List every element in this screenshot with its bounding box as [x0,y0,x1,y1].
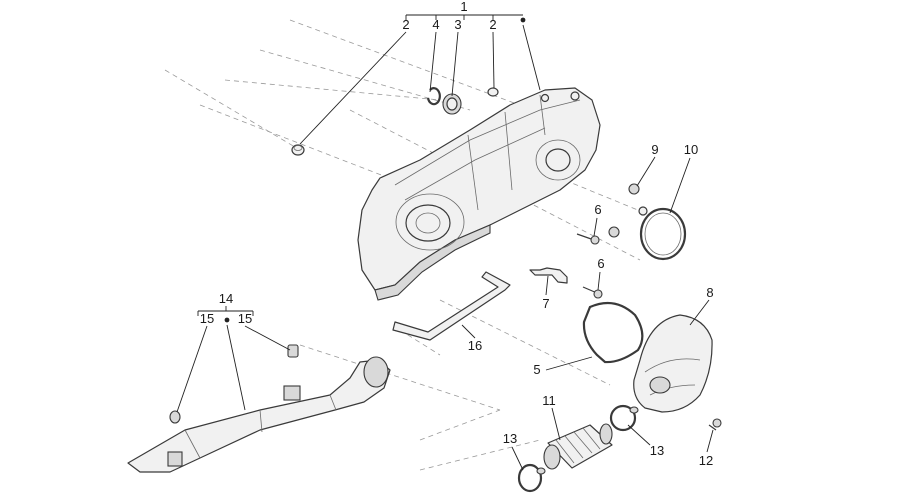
callout-14: 14 [219,291,233,306]
part-8-intake-cover [633,314,713,413]
callout-9: 9 [651,142,658,157]
part-2-dowel-pin-a [291,144,305,156]
callout-13a: 13 [503,431,517,446]
part-12-screw [708,418,722,431]
callout-10: 10 [684,142,698,157]
part-2-dowel-pin-b [487,87,499,97]
callout-2a: 2 [402,17,409,32]
part-5-gasket [582,301,644,364]
part-10-gasket-ring [639,207,687,261]
part-11-bellows-duct [543,423,613,470]
part-16-seal-strip [392,271,511,341]
part-13-clamp-a [517,463,546,493]
callout-2b: 2 [489,17,496,32]
part-14-intake-duct [127,356,391,473]
callout-7: 7 [542,296,549,311]
callout-1: 1 [460,0,467,14]
callout-12: 12 [699,453,713,468]
part-6-screw-a [576,233,600,245]
part-7-bracket [529,267,568,284]
callout-15b: 15 [238,311,252,326]
leader-lines [176,14,714,471]
part-15-grommet-a [169,410,181,424]
transmission-cover [357,87,601,301]
part-15-grommet-b [287,344,299,358]
callout-6a: 6 [594,202,601,217]
part-9-fastener [628,183,648,216]
callout-5: 5 [533,362,540,377]
callout-3: 3 [454,17,461,32]
part-6-nut [608,226,620,238]
part-4-circlip [426,87,441,106]
callout-16: 16 [468,338,482,353]
part-6-screw-b [582,286,603,299]
part-3-oil-seal [442,93,462,115]
callout-4: 4 [432,17,439,32]
callout-numbers: 1 2 4 3 2 6 6 7 9 10 8 5 11 13 13 12 16 … [200,0,714,468]
callout-13b: 13 [650,443,664,458]
callout-6b: 6 [597,256,604,271]
part-13-clamp-b [609,404,639,432]
callout-8: 8 [706,285,713,300]
callout-11: 11 [542,393,556,408]
callout-15a: 15 [200,311,214,326]
